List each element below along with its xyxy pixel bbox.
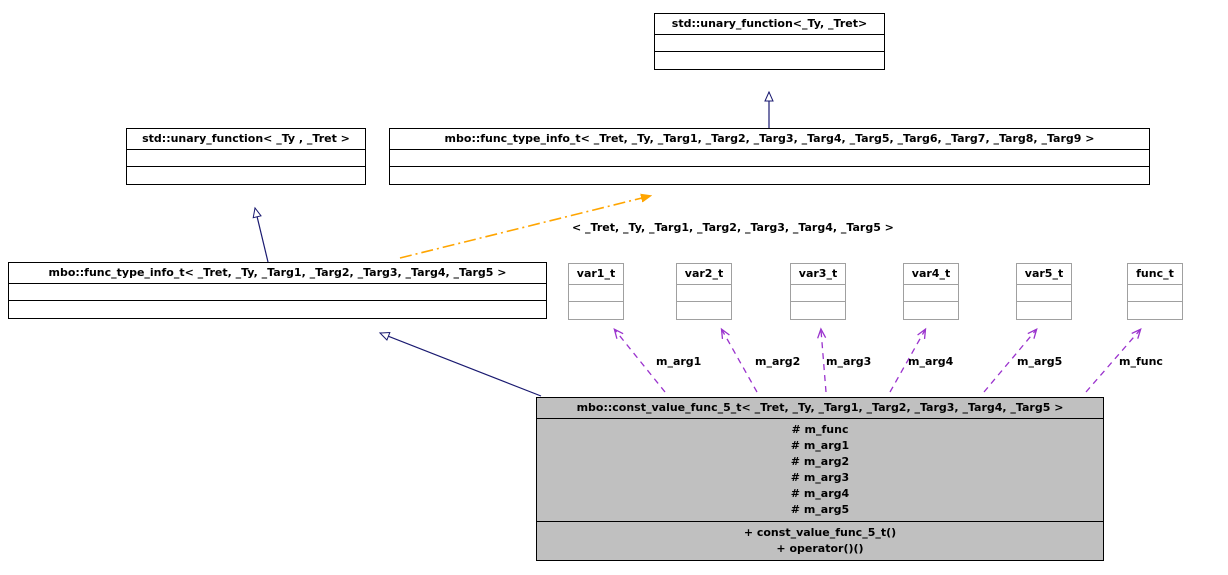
class-name-func-type-info-5: mbo::func_type_info_t< _Tret, _Ty, _Targ…: [9, 263, 546, 284]
class-box-var1-t[interactable]: var1_t: [568, 263, 624, 320]
class-box-func-type-info-5[interactable]: mbo::func_type_info_t< _Tret, _Ty, _Targ…: [8, 262, 547, 319]
class-box-var2-t[interactable]: var2_t: [676, 263, 732, 320]
edge-label-m-func: m_func: [1119, 355, 1163, 368]
class-box-var3-t[interactable]: var3_t: [790, 263, 846, 320]
class-attributes-var3-t: [791, 285, 845, 302]
edge-label-m-arg3: m_arg3: [826, 355, 872, 368]
class-attributes-func-type-info-5: [9, 284, 546, 301]
class-operations-var1-t: [569, 302, 623, 319]
class-attribute-row: # m_arg1: [790, 439, 850, 452]
edge-usage-m-func: [1085, 328, 1142, 393]
class-attributes-const-value-func-5-t: # m_func # m_arg1 # m_arg2 # m_arg3 # m_…: [537, 419, 1103, 522]
class-name-var5-t: var5_t: [1017, 264, 1071, 285]
class-name-var3-t: var3_t: [791, 264, 845, 285]
edge-label-template-binding: < _Tret, _Ty, _Targ1, _Targ2, _Targ3, _T…: [572, 221, 894, 234]
edge-label-m-arg4: m_arg4: [908, 355, 954, 368]
class-attribute-row: # m_arg4: [790, 487, 850, 500]
class-attribute-row: # m_arg5: [790, 503, 850, 516]
class-attributes-func-type-info-9: [390, 150, 1149, 167]
class-name-var1-t: var1_t: [569, 264, 623, 285]
edge-usage-m-arg1: [613, 327, 666, 393]
class-operations-std-unary-function-left: [127, 167, 365, 184]
edge-usage-m-arg2: [720, 327, 758, 393]
class-attributes-std-unary-function-left: [127, 150, 365, 167]
class-operations-std-unary-function-top: [655, 52, 884, 69]
class-attributes-var1-t: [569, 285, 623, 302]
edge-label-m-arg2: m_arg2: [755, 355, 801, 368]
class-attributes-var4-t: [904, 285, 958, 302]
class-box-std-unary-function-top[interactable]: std::unary_function<_Ty, _Tret>: [654, 13, 885, 70]
class-name-func-type-info-9: mbo::func_type_info_t< _Tret, _Ty, _Targ…: [390, 129, 1149, 150]
class-operations-func-t: [1128, 302, 1182, 319]
edge-label-m-arg5: m_arg5: [1017, 355, 1063, 368]
edge-template-binding: [399, 196, 650, 259]
class-attributes-var5-t: [1017, 285, 1071, 302]
class-attributes-func-t: [1128, 285, 1182, 302]
class-name-std-unary-function-top: std::unary_function<_Ty, _Tret>: [655, 14, 884, 35]
class-box-std-unary-function-left[interactable]: std::unary_function< _Ty , _Tret >: [126, 128, 366, 185]
edge-usage-m-arg5: [983, 328, 1038, 393]
class-box-const-value-func-5-t[interactable]: mbo::const_value_func_5_t< _Tret, _Ty, _…: [536, 397, 1104, 561]
class-name-const-value-func-5-t: mbo::const_value_func_5_t< _Tret, _Ty, _…: [537, 398, 1103, 419]
edge-inheritance-bottom: [378, 332, 542, 397]
class-box-func-type-info-9[interactable]: mbo::func_type_info_t< _Tret, _Ty, _Targ…: [389, 128, 1150, 185]
class-attributes-var2-t: [677, 285, 731, 302]
class-attribute-row: # m_func: [791, 423, 849, 436]
class-operations-const-value-func-5-t: + const_value_func_5_t() + operator()(): [537, 522, 1103, 560]
class-name-var4-t: var4_t: [904, 264, 958, 285]
edge-inheritance-left: [252, 206, 269, 263]
edge-label-m-arg1: m_arg1: [656, 355, 702, 368]
class-operations-var3-t: [791, 302, 845, 319]
class-operations-var5-t: [1017, 302, 1071, 319]
class-box-var5-t[interactable]: var5_t: [1016, 263, 1072, 320]
class-operations-func-type-info-5: [9, 301, 546, 318]
class-operations-var2-t: [677, 302, 731, 319]
class-attribute-row: # m_arg3: [790, 471, 850, 484]
class-operation-row: + const_value_func_5_t(): [743, 526, 897, 539]
class-operation-row: + operator()(): [776, 542, 864, 555]
class-name-std-unary-function-left: std::unary_function< _Ty , _Tret >: [127, 129, 365, 150]
class-name-var2-t: var2_t: [677, 264, 731, 285]
class-operations-func-type-info-9: [390, 167, 1149, 184]
class-attributes-std-unary-function-top: [655, 35, 884, 52]
class-attribute-row: # m_arg2: [790, 455, 850, 468]
class-box-var4-t[interactable]: var4_t: [903, 263, 959, 320]
class-box-func-t[interactable]: func_t: [1127, 263, 1183, 320]
class-name-func-t: func_t: [1128, 264, 1182, 285]
edge-usage-m-arg4: [889, 327, 927, 393]
class-operations-var4-t: [904, 302, 958, 319]
